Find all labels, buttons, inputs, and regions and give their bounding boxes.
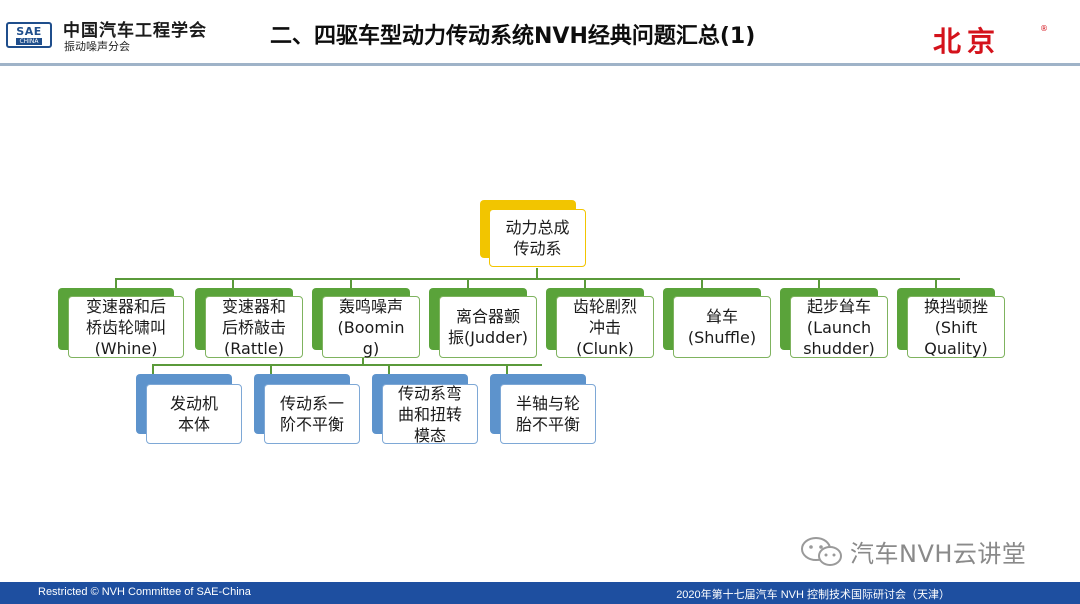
node-whine-line1: 变速器和后 [85,296,166,316]
footer-conference: 2020年第十七届汽车 NVH 控制技术国际研讨会（天津） [676,589,950,601]
node-shift-line3: Quality) [924,338,988,358]
node-engine-body: 发动机 本体 [136,374,244,446]
node-whine-line2: 桥齿轮啸叫 [85,317,166,337]
wechat-icon [800,536,844,568]
node-clunk-line3: (Clunk) [576,338,634,358]
node-halfshaft-tire: 半轴与轮 胎不平衡 [490,374,598,446]
connector-drop-6 [701,278,703,290]
node-driveline-first-order: 传动系一 阶不平衡 [254,374,362,446]
node-rattle: 变速器和 后桥敲击 (Rattle) [195,288,305,360]
node-booming-line1: 轰鸣噪声 [338,296,403,316]
connector-drop-4 [467,278,469,290]
connector-root-down [536,268,538,280]
node-shift-quality: 换挡顿挫 (Shift Quality) [897,288,1007,360]
root-node-line2: 传动系 [513,239,562,258]
node-shift-line2: (Shift [934,317,978,337]
registered-mark: ® [1040,24,1048,33]
connector-drop-3 [350,278,352,290]
connector-booming-down [362,358,364,366]
node-booming: 轰鸣噪声 (Boomin g) [312,288,422,360]
connector-level2-bus [152,364,542,366]
connector-drop-5 [584,278,586,290]
slide-header: SAE CHINA 中国汽车工程学会 振动噪声分会 二、四驱车型动力传动系统NV… [0,0,1080,66]
node-booming-line2: (Boomin [337,317,405,337]
node-driveline-line1: 传动系一 [279,394,344,413]
connector-l2-drop-3 [388,364,390,374]
nvh-problem-tree: 动力总成 传动系 变速器和后 桥齿轮啸叫 (Whine) 变速器和 后桥敲击 (… [0,66,1080,582]
node-launch-line2: (Launch [806,317,872,337]
organization-name: 中国汽车工程学会 [63,21,207,41]
logo-china-text: CHINA [16,37,42,45]
node-clunk: 齿轮剧烈 冲击 (Clunk) [546,288,656,360]
node-engine-line2: 本体 [177,415,210,434]
node-shuffle-line2: (Shuffle) [687,328,757,347]
connector-level1-bus [115,278,960,280]
node-launch-shudder: 起步耸车 (Launch shudder) [780,288,890,360]
node-rattle-line3: (Rattle) [224,338,284,358]
node-modes-line1: 传动系弯 [397,383,462,403]
node-halfshaft-line2: 胎不平衡 [515,415,580,434]
beijing-brand-logo: 北京 [933,25,1002,58]
connector-drop-8 [935,278,937,290]
node-whine: 变速器和后 桥齿轮啸叫 (Whine) [58,288,186,360]
node-shuffle-line1: 耸车 [705,307,738,326]
node-rattle-line2: 后桥敲击 [221,317,286,337]
node-driveline-line2: 阶不平衡 [279,415,344,434]
connector-drop-2 [232,278,234,290]
node-judder: 离合器颤 振(Judder) [429,288,539,360]
page-title: 二、四驱车型动力传动系统NVH经典问题汇总(1) [270,24,756,49]
connector-l2-drop-4 [506,364,508,374]
node-rattle-line1: 变速器和 [221,296,286,316]
node-modes-line3: 模态 [413,425,446,445]
connector-l2-drop-2 [270,364,272,374]
node-shift-line1: 换挡顿挫 [923,296,988,316]
node-launch-line3: shudder) [803,338,875,358]
logo-sae-text: SAE [16,24,42,38]
footer-copyright: Restricted © NVH Committee of SAE-China [38,586,251,598]
header-divider [0,63,1080,66]
slide-footer: Restricted © NVH Committee of SAE-China … [0,582,1080,604]
root-node-powertrain: 动力总成 传动系 [480,200,588,270]
node-launch-line1: 起步耸车 [806,296,871,316]
root-node-line1: 动力总成 [505,218,570,237]
wechat-watermark: 汽车NVH云讲堂 [800,534,1026,569]
node-whine-line3: (Whine) [94,338,158,358]
node-shuffle: 耸车 (Shuffle) [663,288,773,360]
sae-china-logo: SAE CHINA [6,22,52,48]
node-engine-line1: 发动机 [169,394,218,413]
organization-branch: 振动噪声分会 [64,40,130,53]
node-modes-line2: 曲和扭转 [397,404,462,424]
connector-drop-1 [115,278,117,290]
connector-drop-7 [818,278,820,290]
node-judder-line1: 离合器颤 [455,307,520,326]
node-judder-line2: 振(Judder) [447,328,529,347]
node-driveline-modes: 传动系弯 曲和扭转 模态 [372,374,480,446]
node-clunk-line1: 齿轮剧烈 [572,296,637,316]
node-halfshaft-line1: 半轴与轮 [515,394,580,413]
node-booming-line3: g) [362,338,380,358]
watermark-text: 汽车NVH云讲堂 [850,540,1027,568]
node-clunk-line2: 冲击 [588,317,621,337]
connector-l2-drop-1 [152,364,154,374]
